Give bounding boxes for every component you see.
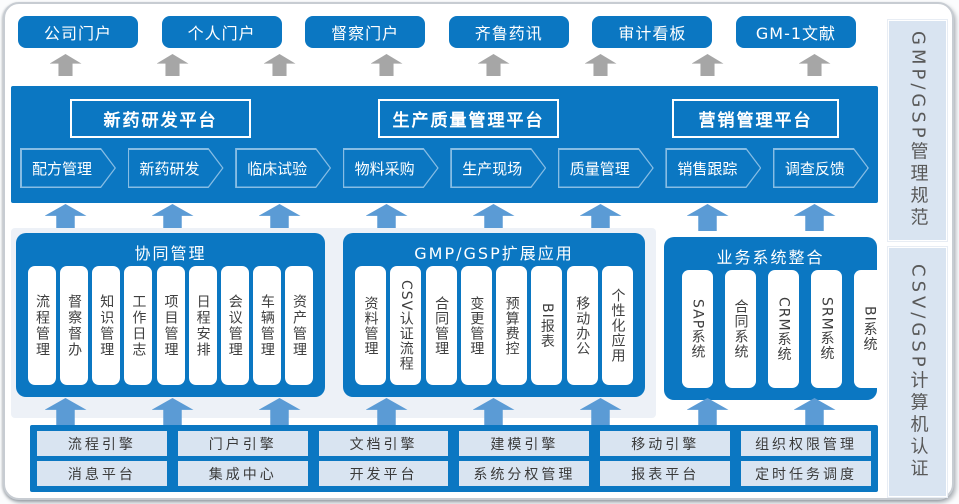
module-pill: 个性化应用 bbox=[601, 266, 633, 385]
blue-arrow-row-upper bbox=[12, 204, 868, 231]
process-step: 临床试验 bbox=[235, 148, 331, 188]
platform-rnd: 新药研发平台 bbox=[70, 99, 251, 138]
portal-gm1-docs: GM-1文献 bbox=[735, 16, 856, 48]
up-arrow-icon bbox=[156, 54, 189, 76]
process-chain: 配方管理 新药研发 临床试验 物料采购 生产现场 质量管理 销售跟踪 调查反馈 bbox=[20, 148, 869, 188]
up-arrow-icon bbox=[686, 398, 729, 425]
up-arrow-icon bbox=[258, 204, 301, 231]
up-arrow-icon bbox=[691, 54, 724, 76]
engine-cell: 文档引擎 bbox=[318, 431, 449, 456]
process-step: 配方管理 bbox=[20, 148, 116, 188]
side-label-gmp-gsp: GMP/GSP管理规范 bbox=[888, 20, 947, 241]
panel-title: 协同管理 bbox=[134, 244, 207, 263]
module-pill: 项目管理 bbox=[156, 266, 185, 385]
module-pill: 督察督办 bbox=[60, 266, 89, 385]
panel-collaboration: 协同管理 流程管理 督察督办 知识管理 工作日志 项目管理 日程安排 会议管理 … bbox=[16, 233, 325, 397]
platform-quality: 生产质量管理平台 bbox=[378, 99, 559, 138]
up-arrow-icon bbox=[798, 54, 831, 76]
up-arrow-icon bbox=[477, 54, 510, 76]
module-pill: 合同管理 bbox=[425, 266, 457, 385]
portal-audit-board: 审计看板 bbox=[592, 16, 713, 48]
process-step: 销售跟踪 bbox=[665, 148, 761, 188]
panel-business-systems: 业务系统整合 SAP系统 合同系统 CRM系统 SRM系统 BI系统 bbox=[664, 237, 885, 400]
module-pill: SRM系统 bbox=[811, 270, 842, 388]
panel-title: 业务系统整合 bbox=[716, 248, 825, 267]
process-step: 生产现场 bbox=[450, 148, 546, 188]
up-arrow-icon bbox=[584, 54, 617, 76]
panel-gmp-gsp-apps: GMP/GSP扩展应用 资料管理 CSV认证流程 合同管理 变更管理 预算费控 … bbox=[343, 233, 645, 397]
up-arrow-icon bbox=[49, 54, 82, 76]
engine-cell: 建模引擎 bbox=[459, 431, 590, 456]
gray-arrow-row bbox=[12, 54, 868, 76]
module-pill: 预算费控 bbox=[496, 266, 528, 385]
up-arrow-icon bbox=[686, 204, 729, 231]
module-pill: 资料管理 bbox=[355, 266, 386, 385]
engine-cell: 报表平台 bbox=[600, 461, 731, 486]
module-pill: 工作日志 bbox=[124, 266, 153, 385]
engine-cell: 流程引擎 bbox=[37, 431, 167, 456]
portal-company: 公司门户 bbox=[18, 16, 138, 48]
portal-qilu-news: 齐鲁药讯 bbox=[448, 16, 569, 48]
panel-title: GMP/GSP扩展应用 bbox=[414, 244, 574, 263]
module-pill: 流程管理 bbox=[28, 266, 56, 385]
platform-band: 新药研发平台 生产质量管理平台 营销管理平台 配方管理 新药研发 临床试验 物料… bbox=[11, 86, 878, 203]
module-pill: 会议管理 bbox=[220, 266, 249, 385]
engine-cell: 消息平台 bbox=[37, 461, 167, 486]
engine-cell: 组织权限管理 bbox=[741, 431, 871, 456]
up-arrow-icon bbox=[365, 204, 408, 231]
up-arrow-icon bbox=[370, 54, 403, 76]
engine-cell: 系统分权管理 bbox=[459, 461, 590, 486]
up-arrow-icon bbox=[263, 54, 296, 76]
side-label-csv-gsp: CSV/GSP计算机认证 bbox=[888, 247, 947, 497]
application-section: 协同管理 流程管理 督察督办 知识管理 工作日志 项目管理 日程安排 会议管理 … bbox=[11, 228, 885, 418]
module-pill: 移动办公 bbox=[566, 266, 598, 385]
portal-personal: 个人门户 bbox=[161, 16, 282, 48]
portal-supervision: 督察门户 bbox=[305, 16, 426, 48]
module-pill: 合同系统 bbox=[725, 270, 756, 388]
module-pill: 知识管理 bbox=[92, 266, 121, 385]
up-arrow-icon bbox=[579, 398, 622, 425]
up-arrow-icon bbox=[472, 204, 515, 231]
module-pill: CRM系统 bbox=[768, 270, 799, 388]
up-arrow-icon bbox=[151, 204, 194, 231]
module-pill: 车辆管理 bbox=[252, 266, 281, 385]
portal-row: 公司门户 个人门户 督察门户 齐鲁药讯 审计看板 GM-1文献 bbox=[18, 16, 856, 48]
foundation-band: 流程引擎 门户引擎 文档引擎 建模引擎 移动引擎 组织权限管理 消息平台 集成中… bbox=[30, 425, 878, 492]
module-pill: BI报表 bbox=[531, 266, 563, 385]
up-arrow-icon bbox=[151, 398, 194, 425]
process-step: 调查反馈 bbox=[773, 148, 869, 188]
module-pill: 日程安排 bbox=[188, 266, 217, 385]
module-pill: 资产管理 bbox=[285, 266, 313, 385]
process-step: 新药研发 bbox=[128, 148, 224, 188]
process-step: 质量管理 bbox=[558, 148, 654, 188]
engine-cell: 定时任务调度 bbox=[741, 461, 871, 486]
up-arrow-icon bbox=[365, 398, 408, 425]
up-arrow-icon bbox=[258, 398, 301, 425]
process-step: 物料采购 bbox=[343, 148, 439, 188]
up-arrow-icon bbox=[44, 398, 87, 425]
engine-cell: 开发平台 bbox=[318, 461, 449, 486]
module-pill: BI系统 bbox=[854, 270, 885, 388]
engine-cell: 门户引擎 bbox=[177, 431, 308, 456]
up-arrow-icon bbox=[793, 398, 836, 425]
up-arrow-icon bbox=[44, 204, 87, 231]
blue-arrow-row-lower bbox=[12, 398, 868, 425]
platform-marketing: 营销管理平台 bbox=[672, 99, 839, 138]
engine-cell: 移动引擎 bbox=[600, 431, 731, 456]
engine-cell: 集成中心 bbox=[177, 461, 308, 486]
module-pill: CSV认证流程 bbox=[390, 266, 422, 385]
up-arrow-icon bbox=[579, 204, 622, 231]
module-pill: SAP系统 bbox=[682, 270, 713, 388]
up-arrow-icon bbox=[793, 204, 836, 231]
module-pill: 变更管理 bbox=[460, 266, 492, 385]
up-arrow-icon bbox=[472, 398, 515, 425]
